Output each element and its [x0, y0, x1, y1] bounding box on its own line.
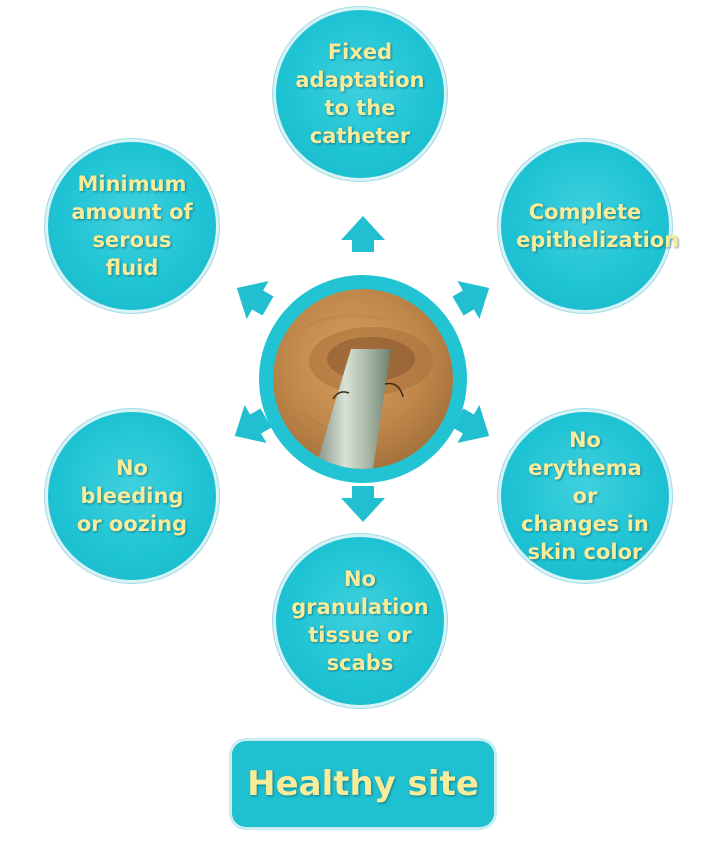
node-no-erythema: No erythema or changes in skin color — [501, 412, 669, 580]
arrow-up-left — [225, 268, 279, 326]
node-fixed-adaptation: Fixed adaptation to the catheter — [276, 10, 444, 178]
node-no-bleeding: No bleeding or oozing — [48, 412, 216, 580]
node-no-granulation: No granulation tissue or scabs — [276, 537, 444, 705]
arrow-up-right — [447, 268, 501, 326]
node-label: No granulation tissue or scabs — [291, 567, 429, 675]
node-complete-epithelization: Complete epithelization — [501, 142, 680, 310]
node-label: Minimum amount of serous fluid — [71, 172, 193, 280]
node-label: Complete epithelization — [516, 200, 680, 252]
catheter-site-photo — [273, 289, 453, 469]
node-label: Fixed adaptation to the catheter — [295, 40, 425, 148]
node-label: No bleeding or oozing — [76, 456, 188, 536]
node-label: No erythema or changes in skin color — [521, 428, 649, 564]
footer-title-box: Healthy site — [232, 741, 494, 827]
arrow-down — [341, 486, 385, 522]
node-minimum-serous-fluid: Minimum amount of serous fluid — [48, 142, 216, 310]
footer-title: Healthy site — [247, 764, 479, 804]
arrow-up — [341, 216, 385, 252]
